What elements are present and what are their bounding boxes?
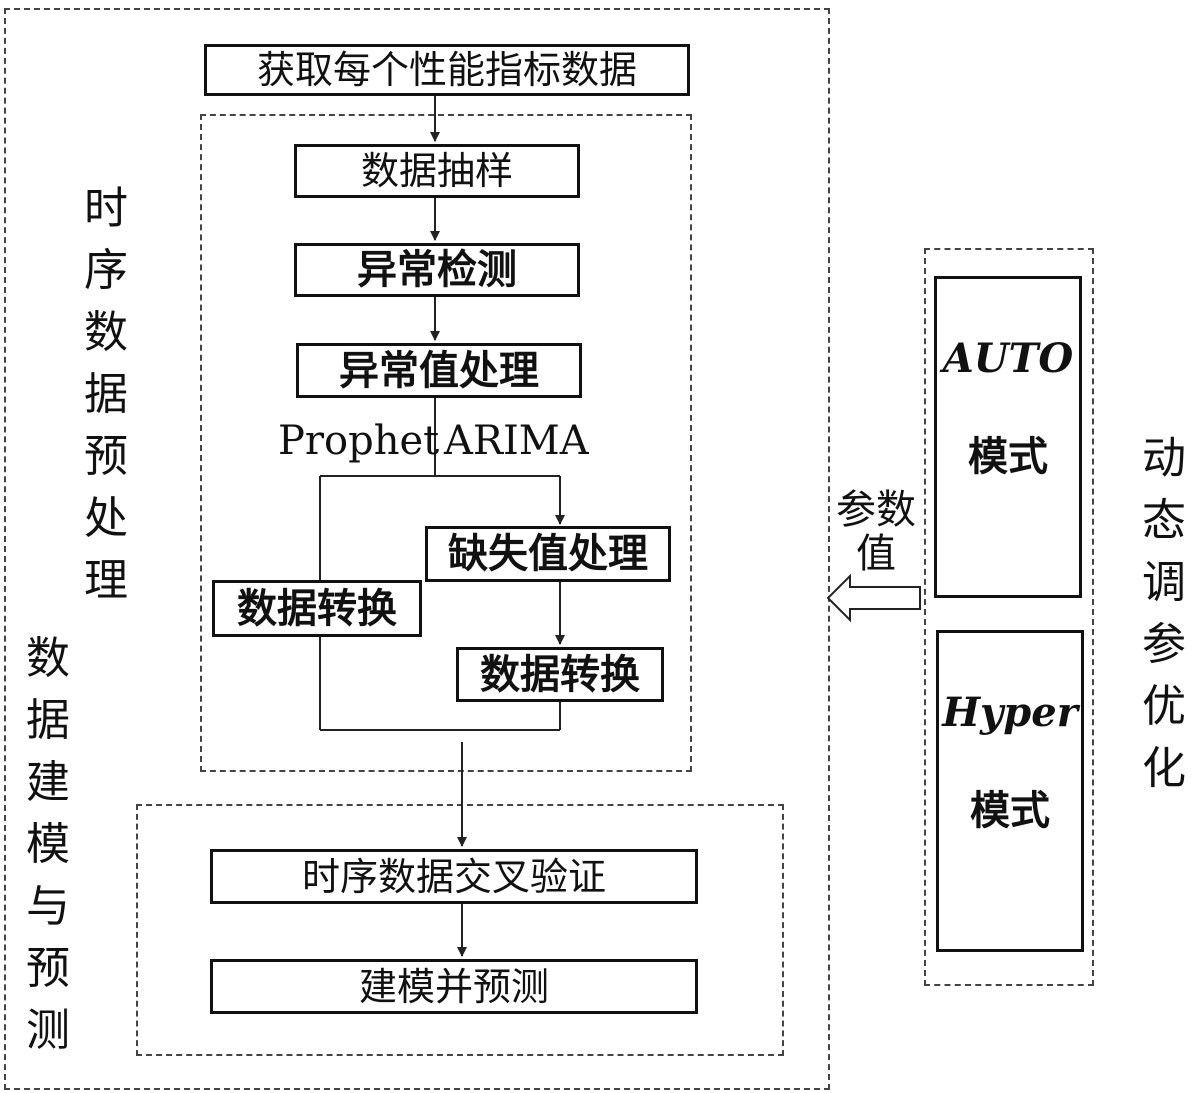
missing-value-box: 缺失值处理 bbox=[425, 526, 671, 582]
left-outer-frame bbox=[4, 8, 830, 1090]
right-outer-frame bbox=[924, 248, 1094, 986]
tuning-section-label: 动态调参优化 bbox=[1142, 433, 1186, 794]
modeling-frame bbox=[136, 804, 784, 1056]
arima-label: ARIMA bbox=[444, 418, 589, 464]
param-value-label: 参数值 bbox=[836, 487, 916, 577]
acquire-metrics-box: 获取每个性能指标数据 bbox=[204, 44, 690, 96]
auto-mode-name: AUTO bbox=[942, 335, 1074, 382]
auto-mode-label: 模式 bbox=[968, 434, 1048, 480]
hyper-mode-name: Hyper bbox=[942, 689, 1078, 736]
anomaly-detection-box: 异常检测 bbox=[294, 243, 580, 297]
param-arrow bbox=[826, 573, 921, 623]
hyper-mode-label: 模式 bbox=[970, 788, 1050, 834]
model-predict-box: 建模并预测 bbox=[210, 959, 698, 1014]
preprocess-frame bbox=[200, 114, 692, 772]
sampling-box: 数据抽样 bbox=[294, 144, 580, 198]
prophet-label: Prophet bbox=[278, 418, 440, 464]
auto-mode-box: AUTO 模式 bbox=[934, 276, 1082, 598]
hyper-mode-box: Hyper 模式 bbox=[936, 630, 1084, 952]
modeling-section-label: 数据建模与预测 bbox=[26, 633, 70, 1056]
cross-validation-box: 时序数据交叉验证 bbox=[210, 849, 698, 904]
arima-transform-box: 数据转换 bbox=[456, 647, 664, 702]
prophet-transform-box: 数据转换 bbox=[212, 580, 422, 637]
preprocess-section-label: 时序数据预处理 bbox=[84, 183, 128, 606]
outlier-handling-box: 异常值处理 bbox=[296, 343, 582, 398]
